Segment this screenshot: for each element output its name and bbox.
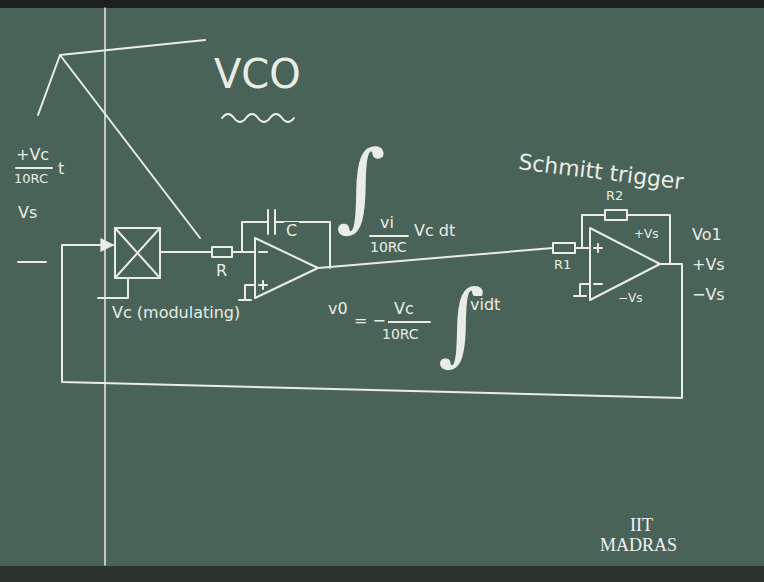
board-frame [0, 0, 764, 8]
watermark: IIT [628, 516, 655, 536]
board-frame [0, 566, 764, 582]
title: VCO [212, 52, 303, 96]
signal-name: +Vc [14, 146, 51, 164]
formula-text: Vc [392, 300, 416, 318]
signal-name: v0 [326, 300, 350, 318]
wire [245, 285, 255, 300]
capacitor-symbol [267, 210, 269, 234]
resistor-symbol [605, 210, 627, 220]
component-name: R1 [552, 258, 573, 272]
supply-label: −Vs [616, 292, 645, 305]
component-name: R2 [604, 189, 625, 203]
minus-sign [594, 283, 602, 285]
formula-text: t [56, 160, 66, 178]
opamp-symbol [590, 228, 660, 300]
ground-symbol [574, 295, 586, 297]
wire [275, 222, 330, 268]
component-name: C [284, 222, 299, 240]
formula-text: Vc dt [412, 222, 457, 240]
wire [580, 284, 590, 296]
signal-name: Vc (modulating) [110, 304, 242, 322]
formula-text: vi [378, 214, 396, 232]
resistor-symbol [212, 247, 232, 257]
signal-name: Vo1 [690, 226, 724, 244]
fraction-bar [382, 321, 430, 323]
output-level: −Vs [690, 286, 727, 304]
wire [232, 251, 255, 253]
wire [582, 215, 605, 248]
multiplier-symbol [115, 228, 160, 278]
output-level: +Vs [690, 256, 727, 274]
sketch-line [60, 40, 205, 55]
heading-text: Schmitt trigger [515, 150, 687, 195]
multiplier-symbol [115, 228, 160, 278]
wire [318, 248, 553, 268]
resistor-symbol [553, 243, 575, 253]
minus-sign [259, 251, 267, 253]
wave-underline [222, 114, 294, 122]
formula-text: 10RC [12, 172, 50, 186]
fraction-bar [16, 167, 52, 169]
component-name: R [214, 262, 229, 280]
signal-name: Vs [16, 204, 39, 222]
wire [98, 278, 128, 298]
opamp-symbol [255, 238, 318, 298]
triangle-wave [38, 55, 200, 238]
plus-sign [262, 281, 264, 289]
board-line [104, 8, 106, 565]
formula-text: vidt [468, 296, 502, 314]
fraction-bar [370, 235, 408, 237]
integral-sign: ∫ [436, 278, 487, 368]
wire [242, 222, 268, 252]
plus-sign [597, 244, 599, 252]
formula-text: 10RC [368, 240, 409, 255]
watermark: MADRAS [598, 536, 679, 556]
wire [627, 215, 670, 264]
supply-label: +Vs [632, 228, 661, 241]
multiplier-symbol [115, 228, 160, 278]
wire [160, 251, 212, 253]
formula-text: 10RC [380, 327, 421, 342]
feedback-wire [62, 245, 682, 398]
ground-symbol [239, 299, 251, 301]
axis-line [18, 261, 46, 263]
